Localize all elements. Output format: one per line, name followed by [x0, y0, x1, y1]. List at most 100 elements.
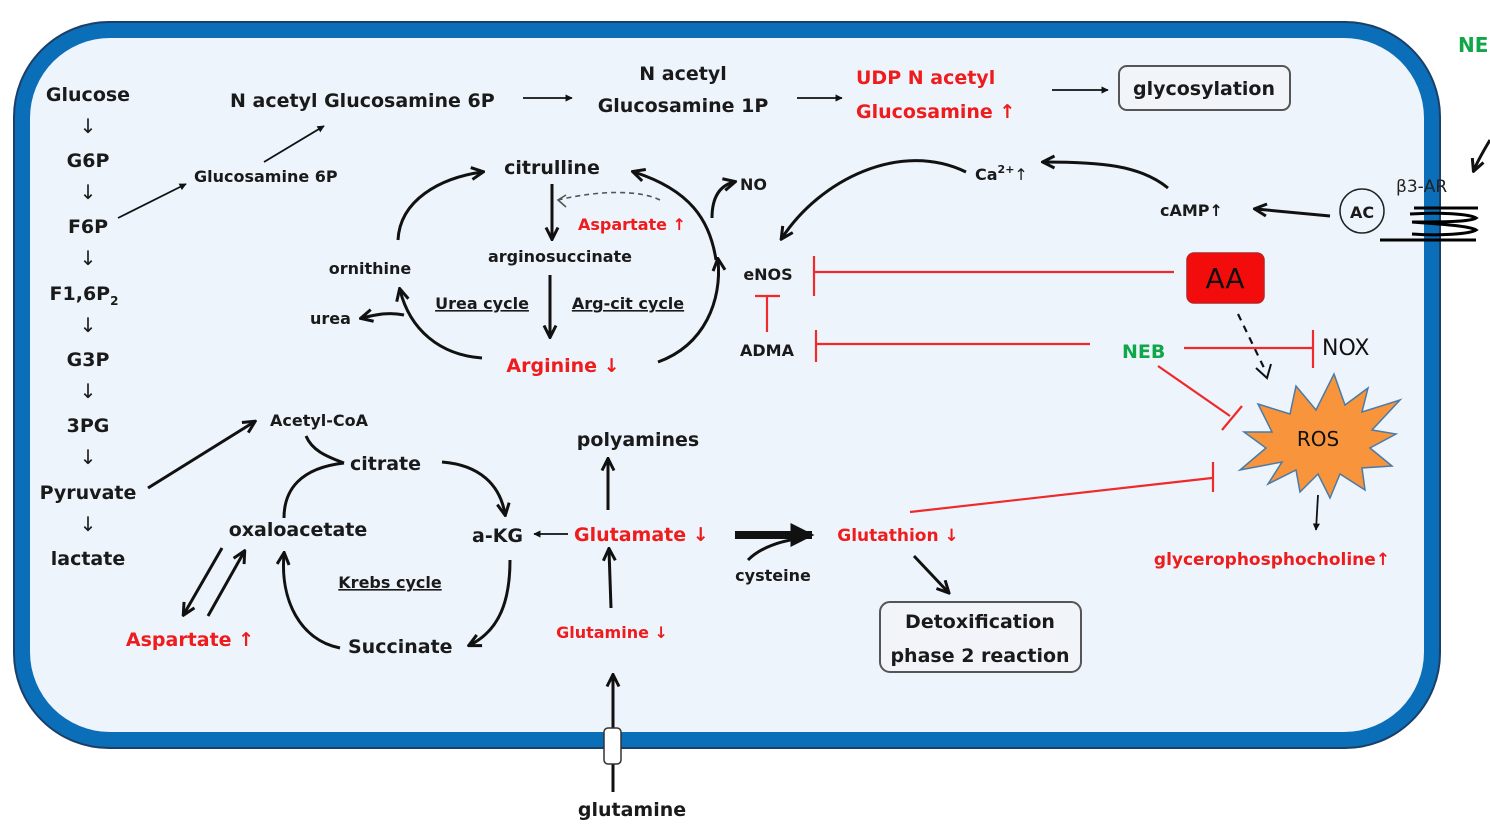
f6p-label: F6P	[68, 216, 108, 238]
ca-text: Ca	[975, 165, 998, 184]
down-arrow-icon: ↓	[80, 114, 97, 138]
oxaloacetate-to-aspartate-arrow	[184, 547, 224, 614]
citrate-to-akg-arrow	[441, 460, 505, 514]
aspartate-to-oxaloacetate-arrow	[206, 552, 244, 617]
enos-label: eNOS	[743, 265, 792, 284]
krebs-cycle: Acetyl-CoA citrate a-KG Succinate oxaloa…	[126, 411, 523, 658]
krebs-cycle-caption: Krebs cycle	[338, 573, 442, 592]
b3ar-receptor-icon	[1380, 206, 1479, 242]
f16p2-text: F1,6P	[50, 283, 111, 305]
oxaloacetate-label: oxaloacetate	[229, 519, 368, 541]
urea-cycle-caption: Urea cycle	[435, 294, 529, 313]
ac-to-camp-arrow	[1256, 209, 1331, 218]
neb-inhibits-ros-line	[1157, 365, 1231, 417]
f16p2-subscript: 2	[110, 294, 118, 308]
to-urea-arrow	[362, 314, 405, 318]
down-arrow-icon: ↓	[80, 180, 97, 204]
arginine-to-enos-arrow	[657, 260, 719, 364]
akg-label: a-KG	[472, 525, 523, 547]
succinate-to-oxaloacetate-arrow	[283, 554, 341, 650]
n-acetyl-glucosamine-1p-line1: N acetyl	[639, 63, 726, 85]
signaling-pathway: eNOS ADMA Ca2+↑ cAMP↑ AC β3-AR NEB AA NE…	[740, 33, 1490, 570]
glutamine-extracellular-label: glutamine	[578, 799, 686, 821]
ac-label: AC	[1350, 203, 1374, 222]
ca-superscript: 2+	[998, 163, 1015, 176]
glutamine-transporter-icon	[603, 727, 622, 765]
ros-label: ROS	[1297, 427, 1339, 451]
udp-glcnac-line1: UDP N acetyl	[856, 67, 995, 89]
glycolysis-pathway: Glucose ↓ G6P ↓ F6P ↓ F1,6P2 ↓ G3P ↓ 3PG…	[40, 84, 137, 570]
detox-line2: phase 2 reaction	[890, 645, 1069, 667]
dashed-arrowhead-icon	[556, 194, 567, 208]
down-arrow-icon: ↓	[80, 313, 97, 337]
adma-label: ADMA	[740, 341, 795, 360]
ros-starburst	[1237, 372, 1403, 500]
cytoplasm	[30, 38, 1424, 732]
f6p-to-glucosamine-arrow	[117, 183, 187, 219]
n-acetyl-glucosamine-6p-label: N acetyl Glucosamine 6P	[230, 90, 495, 112]
detox-line1: Detoxification	[905, 611, 1055, 633]
3pg-label: 3PG	[67, 415, 110, 437]
cysteine-label: cysteine	[735, 566, 811, 585]
aspartate-dashed-arrow	[557, 191, 661, 201]
glutamine-intracellular-label: Glutamine ↓	[556, 623, 668, 642]
acetylcoa-merge-arrow	[304, 435, 345, 465]
polyamines-label: polyamines	[577, 429, 699, 451]
urea-cycle: citrulline Aspartate ↑ arginosuccinate o…	[310, 157, 767, 377]
citrulline-label: citrulline	[504, 157, 600, 179]
arginine-label: Arginine ↓	[506, 355, 619, 377]
akg-to-succinate-arrow	[470, 559, 512, 645]
ornithine-to-citrulline-arrow	[396, 172, 482, 241]
g3p-label: G3P	[67, 349, 110, 371]
ornithine-label: ornithine	[329, 259, 412, 278]
ros-to-gpc-arrow	[1312, 494, 1320, 531]
down-arrow-icon: ↓	[80, 246, 97, 270]
down-arrow-icon: ↓	[80, 379, 97, 403]
udp-glcnac-line2: Glucosamine ↑	[856, 101, 1015, 123]
glucosamine-6p-label: Glucosamine 6P	[194, 167, 338, 186]
acetyl-coa-label: Acetyl-CoA	[270, 411, 369, 430]
citrate-label: citrate	[350, 453, 421, 475]
pyruvate-label: Pyruvate	[40, 482, 137, 504]
pyruvate-to-acetylcoa-arrow	[147, 422, 254, 490]
urea-label: urea	[310, 309, 351, 328]
oxaloacetate-to-citrate-arrow	[282, 461, 345, 519]
glycosylation-box	[1118, 65, 1291, 111]
glutathion-label: Glutathion ↓	[837, 526, 958, 546]
adenylate-cyclase-circle	[1339, 188, 1385, 234]
down-arrow-icon: ↓	[80, 512, 97, 536]
arginine-to-ornithine-arrow	[400, 290, 483, 360]
hexosamine-pathway: Glucosamine 6P N acetyl Glucosamine 6P N…	[117, 63, 1291, 219]
neb-outside-label: NEB	[1458, 33, 1490, 57]
arginosuccinate-label: arginosuccinate	[488, 247, 632, 266]
up-arrow-icon: ↑	[1014, 165, 1027, 184]
aa-to-ros-dashed-arrow	[1237, 313, 1267, 373]
glutamine-to-glutamate-arrow	[609, 550, 611, 609]
detoxification-box	[879, 601, 1082, 673]
camp-label: cAMP↑	[1160, 201, 1223, 220]
cysteine-merge-arrow	[746, 535, 811, 562]
no-label: NO	[740, 175, 767, 194]
glucosamine-to-nag6p-arrow	[263, 125, 325, 163]
f16p2-label: F1,6P2	[50, 283, 119, 308]
ca-label: Ca2+↑	[975, 163, 1028, 184]
b3ar-label: β3-AR	[1396, 177, 1447, 197]
glutathion-to-detox-arrow	[912, 554, 948, 592]
aspartate-krebs-label: Aspartate ↑	[126, 629, 254, 651]
nox-label: NOX	[1322, 336, 1369, 361]
glutathion-inhibits-ros-line	[909, 476, 1213, 514]
camp-to-ca-arrow	[1044, 162, 1169, 190]
neb-to-b3ar-arrow	[1474, 139, 1490, 170]
succinate-label: Succinate	[348, 636, 453, 658]
glutamine-pathway: polyamines Glutamate ↓ Glutamine ↓ cyste…	[533, 429, 1082, 821]
lactate-label: lactate	[51, 548, 125, 570]
to-no-arrow	[710, 182, 734, 219]
glycerophosphocholine-label: glycerophosphocholine↑	[1154, 550, 1390, 570]
dashed-arrowhead-icon	[1255, 363, 1272, 380]
aspartate-urea-label: Aspartate ↑	[578, 215, 686, 234]
glucose-label: Glucose	[46, 84, 130, 106]
n-acetyl-glucosamine-1p-line2: Glucosamine 1P	[598, 95, 769, 117]
arg-cit-cycle-caption: Arg-cit cycle	[572, 294, 684, 313]
arg-cit-to-citrulline-arrow	[634, 172, 718, 261]
